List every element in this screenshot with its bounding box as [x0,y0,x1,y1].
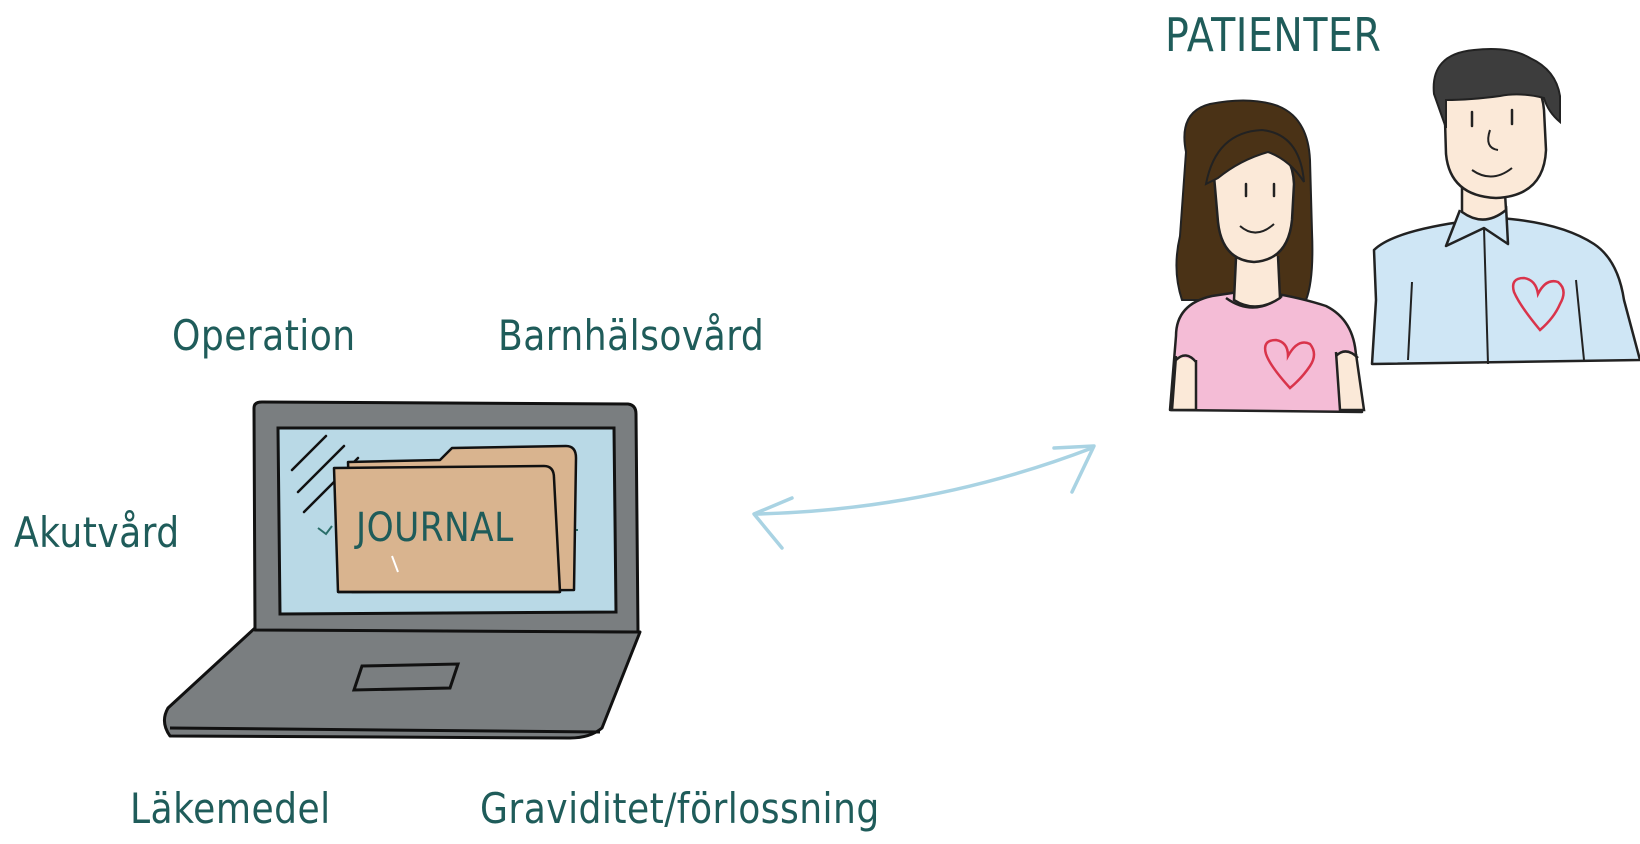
label-barnhalsovard: Barnhälsovård [498,311,765,360]
label-operation: Operation [172,311,356,360]
heart-icon [1511,276,1565,332]
label-akutvard: Akutvård [14,508,180,557]
double-arrow-icon [752,444,1096,550]
patients-illustration [1168,48,1640,414]
woman-figure [1168,99,1366,414]
journal-folder-icon [332,444,578,594]
heart-icon [1263,338,1316,390]
label-graviditet: Graviditet/förlossning [480,784,880,833]
journal-label: JOURNAL [356,505,514,551]
man-figure [1370,48,1640,366]
label-lakemedel: Läkemedel [130,784,331,833]
label-patienter: PATIENTER [1165,8,1382,62]
